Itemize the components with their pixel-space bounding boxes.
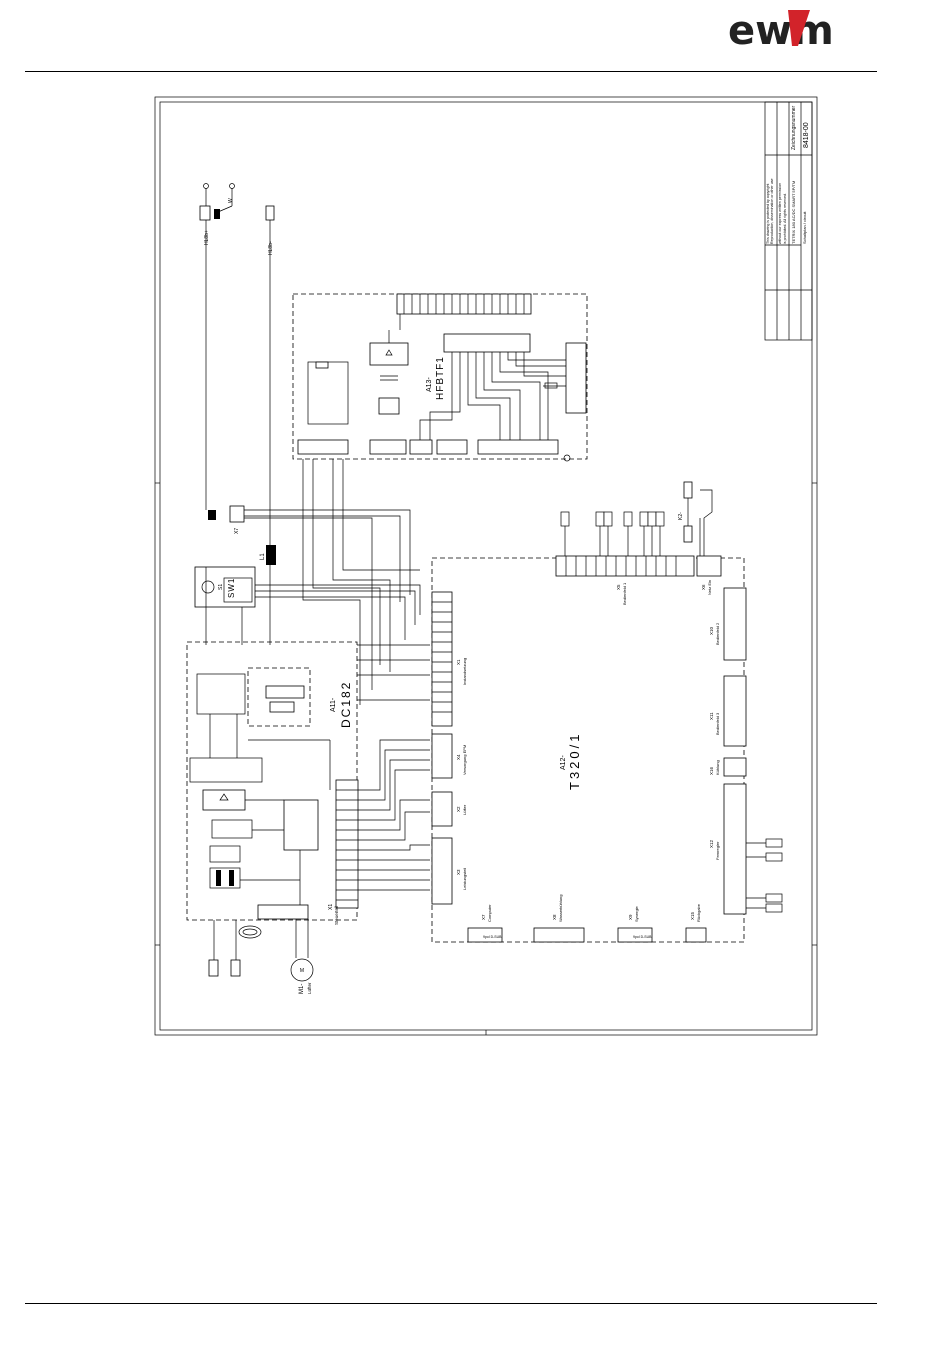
x9-subd: 9pol D-SUB: [633, 935, 652, 939]
motor-name: Lüfter: [307, 982, 312, 994]
x2-ref: X2: [456, 806, 461, 812]
svg-text:M: M: [300, 968, 304, 974]
a11-x1-ref: X1: [328, 904, 334, 910]
x7-subd: 9pol D-SUB: [483, 935, 502, 939]
drawing-number: 8418-00: [803, 122, 810, 148]
drawing-number-label: Zeichnungsnummer: [791, 105, 797, 150]
inductor-label: L1: [260, 553, 266, 560]
module-a11: A11- DC182: [186, 641, 359, 925]
x12-external-terminals: [746, 838, 783, 913]
x11-ref: X11: [709, 712, 714, 720]
x7-plug: X7: [208, 505, 245, 534]
x10-ref: X10: [709, 626, 714, 635]
relay-label: K2-: [678, 512, 684, 520]
x1-name: Instandsetzung: [462, 658, 467, 685]
x16-ref: X16: [709, 766, 714, 775]
hl8-plus-label: HL8b+: [204, 230, 210, 245]
x11-name: Bedienfeld 3: [715, 712, 720, 735]
relay-k2: K2-: [678, 481, 713, 556]
x7-ref: X7: [481, 914, 486, 920]
a11-ref: A11-: [330, 697, 337, 712]
switch-s1: S1 SW1: [194, 566, 256, 608]
x10-name: Bedienfeld 2: [715, 622, 720, 645]
motor-m1: M M1- Lüfter: [290, 919, 314, 994]
hl8-minus-label: HL8b-: [268, 241, 274, 255]
x6-ref: X6: [701, 584, 706, 590]
x9-ref: X9: [628, 914, 633, 920]
motor-ref: M1-: [299, 984, 305, 994]
footer-rule: [25, 1303, 877, 1304]
switch-ref: S1: [218, 584, 224, 590]
protective-label: W: [228, 198, 234, 203]
a12-ref: A12-: [560, 755, 567, 770]
x5-name: Bedienfeld 1: [622, 582, 627, 605]
x4-name: Versorgung EPM: [462, 745, 467, 775]
module-a13: A13- HFBTF1: [292, 293, 588, 462]
x16-name: Kühlung: [715, 760, 720, 775]
x3-name: Leistungsteil: [462, 868, 467, 890]
x12-name: Fernregler: [715, 841, 720, 860]
x8-name: Wasserkühlung: [558, 895, 563, 922]
x2-name: Lüfter: [462, 804, 467, 815]
logo-text: ewm: [728, 8, 834, 52]
a13-name: HFBTF1: [435, 356, 446, 400]
switch-name: SW1: [227, 578, 236, 598]
a11-output-terminals: [208, 920, 262, 977]
hl8-plus-terminal: HL8b+ W: [199, 183, 235, 245]
product-name: TETRIX 180 AC/DC SMART 5P/TM: [791, 181, 796, 244]
copyright-line-1: This drawing is protected by copyright: [766, 184, 770, 244]
ewm-logo: ewm: [726, 6, 858, 54]
a11-x1-name: Steuerteil: [334, 906, 339, 925]
copyright-line-3: without our express written permission: [778, 183, 782, 244]
x12-ref: X12: [709, 839, 714, 848]
title-block: Zeichnungsnummer 8418-00 This drawing is…: [764, 101, 813, 341]
x4-ref: X4: [456, 754, 461, 760]
x9-name: Synergie: [634, 905, 639, 922]
a12-name: T320/1: [567, 732, 582, 790]
logo-slash-icon: [788, 10, 810, 46]
header-rule: [25, 71, 877, 72]
x6-name: Netz Ein: [707, 580, 712, 595]
x5-external-plugs: [560, 511, 665, 556]
x8-ref: X8: [552, 914, 557, 920]
x15-name: Rückgabe: [696, 903, 701, 922]
module-a12: A12- T320/1 X1 Instandsetzung X4 Versorg…: [431, 555, 747, 943]
copyright-line-4: is prohibited. All rights reserved.: [783, 193, 787, 244]
x15-ref: X15: [690, 911, 695, 920]
x5-ref: X5: [616, 584, 621, 590]
copyright-line-2: Reproduction, dissemination or other use: [770, 178, 774, 244]
x7-plug-label: X7: [234, 528, 240, 534]
a13-ref: A13-: [426, 377, 433, 392]
x7-name: Computer: [487, 904, 492, 922]
inductor-l1: L1: [260, 545, 276, 565]
x1-ref: X1: [456, 659, 461, 665]
a11-name: DC182: [339, 681, 353, 728]
x3-ref: X3: [456, 869, 461, 875]
sheet-name: Schaltplan / circuit: [802, 211, 807, 244]
